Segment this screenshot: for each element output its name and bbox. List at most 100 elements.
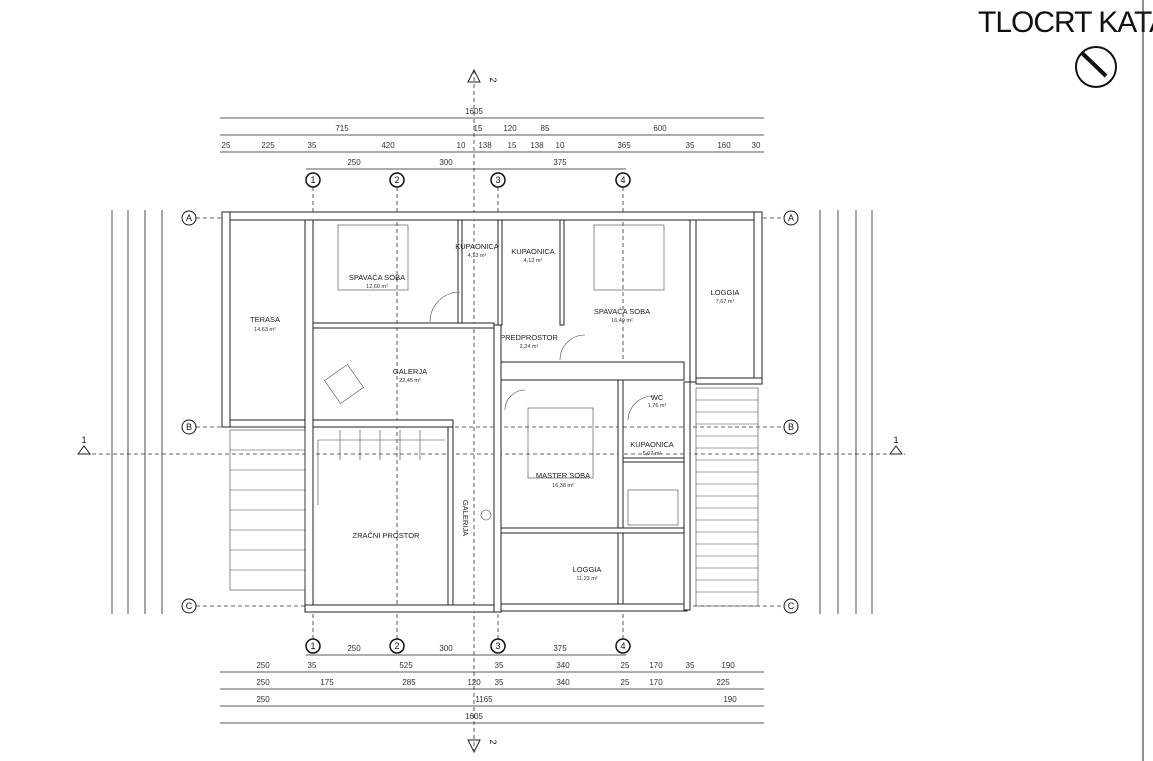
svg-text:25: 25 [222, 141, 231, 150]
svg-text:B: B [186, 422, 192, 432]
room-labels: TERASA 14,63 m² SPAVAĆA SOBA 12,60 m² KU… [250, 242, 739, 582]
svg-text:175: 175 [320, 678, 334, 687]
svg-text:1165: 1165 [475, 695, 493, 704]
svg-text:C: C [788, 601, 795, 611]
svg-text:16,49 m²: 16,49 m² [611, 318, 633, 324]
svg-text:365: 365 [617, 141, 631, 150]
svg-text:2: 2 [394, 175, 399, 185]
svg-text:120: 120 [503, 124, 517, 133]
room-kupaonica-2: KUPAONICA [511, 247, 555, 256]
svg-text:14,63 m²: 14,63 m² [254, 327, 276, 333]
svg-text:10: 10 [457, 141, 466, 150]
room-spavaca-soba-2: SPAVAĆA SOBA [594, 307, 650, 316]
svg-text:16,38 m²: 16,38 m² [552, 483, 574, 489]
svg-text:35: 35 [308, 141, 317, 150]
svg-text:5,07 m²: 5,07 m² [643, 451, 662, 457]
svg-text:3: 3 [495, 175, 500, 185]
svg-text:138: 138 [478, 141, 492, 150]
svg-text:25: 25 [621, 661, 630, 670]
svg-text:1,76 m²: 1,76 m² [648, 403, 667, 409]
svg-text:35: 35 [308, 661, 317, 670]
staircase [229, 429, 445, 591]
room-master-soba: MASTER SOBA [536, 471, 590, 480]
svg-text:12,60 m²: 12,60 m² [366, 284, 388, 290]
svg-text:420: 420 [381, 141, 395, 150]
svg-text:2,24 m²: 2,24 m² [520, 344, 539, 350]
svg-text:250: 250 [256, 695, 270, 704]
svg-text:35: 35 [495, 678, 504, 687]
svg-text:170: 170 [649, 678, 663, 687]
svg-text:A: A [788, 213, 794, 223]
svg-text:170: 170 [649, 661, 663, 670]
svg-text:1: 1 [81, 435, 86, 445]
svg-text:7,67 m²: 7,67 m² [716, 299, 735, 305]
svg-text:300: 300 [439, 644, 453, 653]
room-spavaca-soba-1: SPAVAĆA SOBA [349, 273, 405, 282]
svg-text:15: 15 [508, 141, 517, 150]
svg-text:225: 225 [716, 678, 730, 687]
svg-text:B: B [788, 422, 794, 432]
dimension-chain-sides [111, 210, 873, 614]
svg-text:85: 85 [541, 124, 550, 133]
section-line-2: 2 2 [467, 68, 498, 754]
svg-text:190: 190 [723, 695, 737, 704]
svg-text:4: 4 [620, 175, 625, 185]
svg-text:A: A [186, 213, 192, 223]
section-line-1: 1 1 [77, 435, 905, 455]
svg-text:4,13 m²: 4,13 m² [468, 253, 487, 259]
room-kupaonica-1: KUPAONICA [455, 242, 499, 251]
svg-text:250: 250 [347, 158, 361, 167]
svg-text:35: 35 [686, 661, 695, 670]
svg-text:1605: 1605 [465, 107, 483, 116]
svg-text:340: 340 [556, 678, 570, 687]
svg-text:30: 30 [752, 141, 761, 150]
svg-text:35: 35 [686, 141, 695, 150]
dimension-chain-top [220, 117, 764, 170]
svg-text:22,45 m²: 22,45 m² [399, 378, 421, 384]
north-arrow-icon [1075, 46, 1117, 88]
svg-text:25: 25 [621, 678, 630, 687]
svg-text:250: 250 [256, 661, 270, 670]
svg-text:35: 35 [495, 661, 504, 670]
svg-text:11,23 m²: 11,23 m² [576, 576, 597, 582]
svg-text:4,12 m²: 4,12 m² [524, 258, 543, 264]
room-wc: WC [651, 393, 664, 402]
svg-text:225: 225 [261, 141, 275, 150]
pergola-slats [695, 387, 759, 607]
svg-text:1: 1 [310, 175, 315, 185]
svg-text:2: 2 [394, 641, 399, 651]
room-predprostor: PREDPROSTOR [500, 333, 558, 342]
svg-text:10: 10 [556, 141, 565, 150]
svg-text:1605: 1605 [465, 712, 483, 721]
svg-text:525: 525 [399, 661, 413, 670]
svg-text:250: 250 [256, 678, 270, 687]
room-terasa: TERASA [250, 315, 280, 324]
svg-text:120: 120 [467, 678, 481, 687]
svg-text:1: 1 [893, 435, 898, 445]
room-kupaonica-3: KUPAONICA [630, 440, 674, 449]
svg-text:2: 2 [488, 739, 498, 744]
svg-text:1: 1 [310, 641, 315, 651]
svg-text:3: 3 [495, 641, 500, 651]
plan-title: TLOCRT KATA [978, 6, 1153, 39]
svg-text:2: 2 [488, 77, 498, 82]
svg-text:715: 715 [335, 124, 349, 133]
svg-text:C: C [186, 601, 193, 611]
walls [221, 211, 763, 613]
axis-markers: 1 2 3 4 1 2 3 4 A B C A B C [181, 172, 799, 654]
dimension-chain-bottom [220, 654, 764, 724]
room-loggia-2: LOGGIA [573, 565, 602, 574]
svg-text:4: 4 [620, 641, 625, 651]
svg-text:138: 138 [530, 141, 544, 150]
svg-text:340: 340 [556, 661, 570, 670]
room-zracni-prostor: ZRAČNI PROSTOR [353, 531, 421, 540]
svg-text:285: 285 [402, 678, 416, 687]
svg-text:375: 375 [553, 158, 567, 167]
svg-text:250: 250 [347, 644, 361, 653]
svg-text:300: 300 [439, 158, 453, 167]
room-galerija: GALERIJA [461, 500, 470, 536]
svg-text:190: 190 [721, 661, 735, 670]
room-loggia-1: LOGGIA [711, 288, 740, 297]
svg-text:15: 15 [474, 124, 483, 133]
